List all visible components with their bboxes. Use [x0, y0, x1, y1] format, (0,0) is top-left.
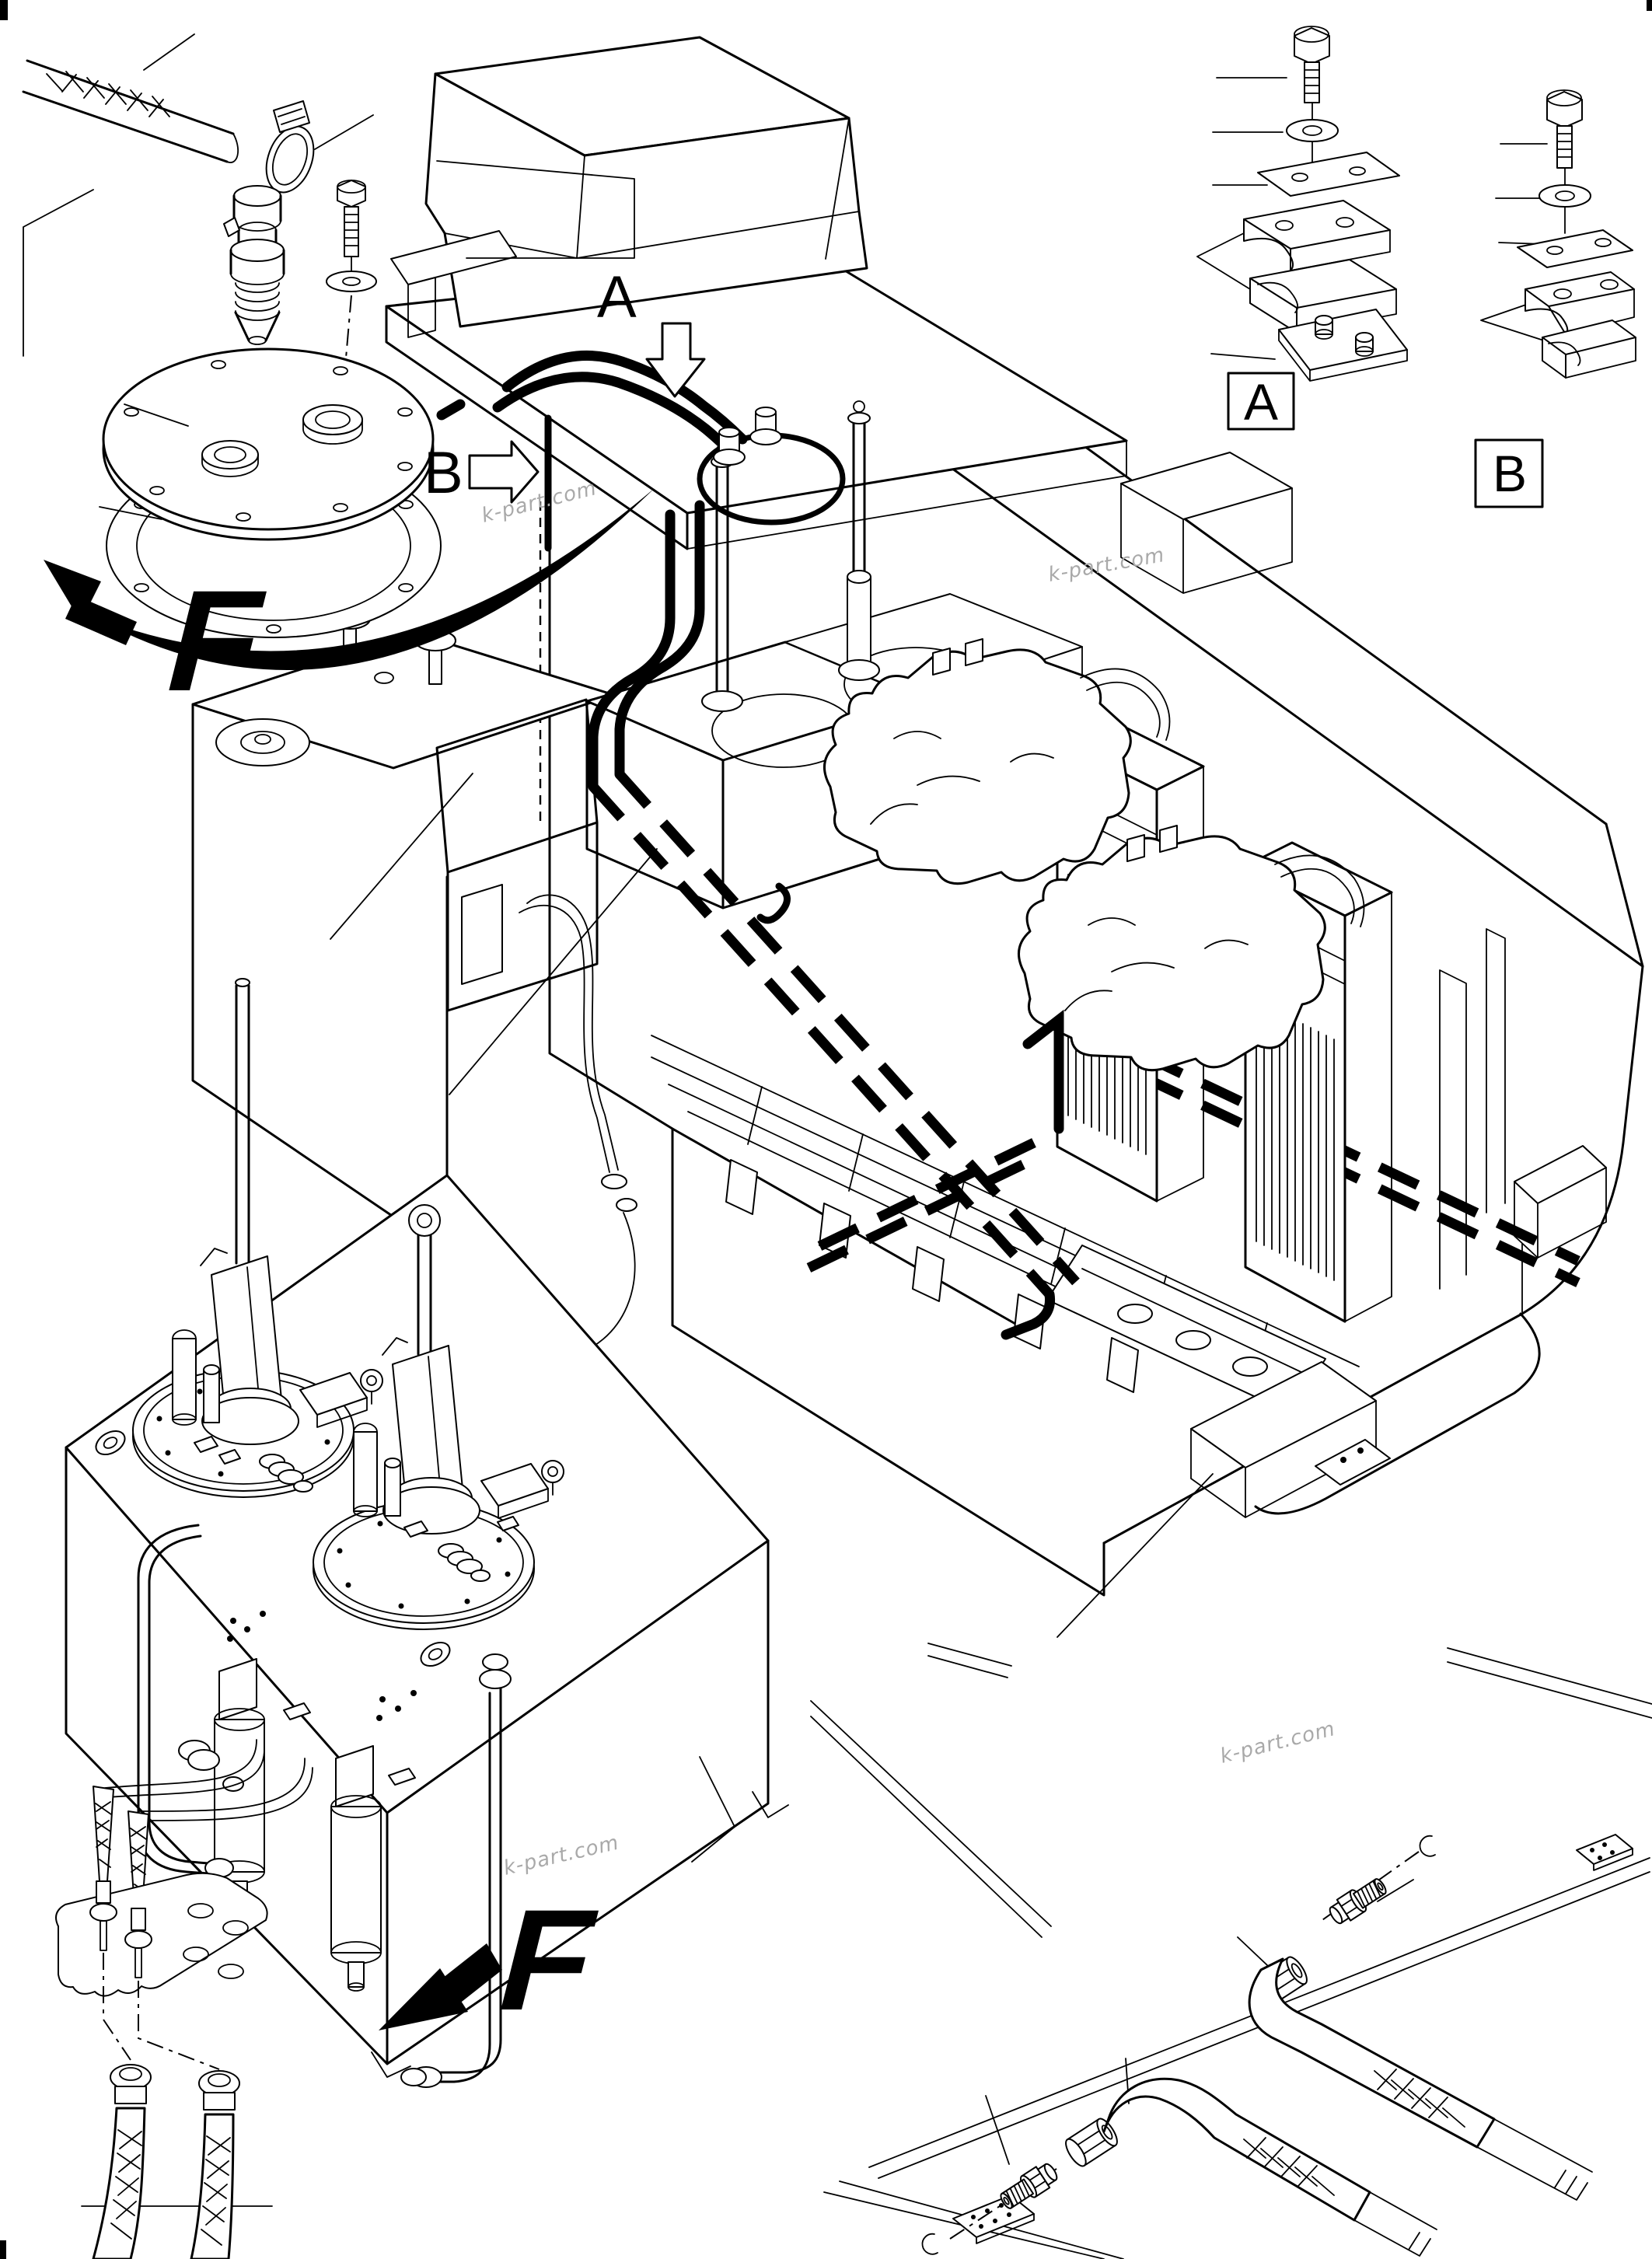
detail-clamp-b: B: [1474, 89, 1636, 508]
detail-b-frame: [1474, 438, 1544, 508]
view-a-label: A: [597, 264, 637, 330]
battery-boxes: [585, 400, 1293, 910]
detail-breather-valve: [23, 160, 635, 403]
detail-clamp-a: A: [1196, 26, 1408, 431]
detail-b-label: B: [1493, 445, 1527, 502]
main-hose-run: [588, 500, 1080, 1340]
pump-unit: [65, 978, 789, 2088]
hose-routing-top: [92, 350, 846, 671]
watermark-3: k-part.com: [501, 1831, 621, 1880]
detail-hose-clamp: [22, 33, 374, 194]
view-f-bottom-label: F: [484, 1880, 612, 2041]
cab: [390, 36, 868, 338]
hydraulic-tank: [191, 608, 637, 1359]
view-arrow-b: B: [424, 440, 540, 506]
detail-a-label: A: [1244, 373, 1278, 431]
view-b-label: B: [424, 440, 463, 506]
frame-rails: [651, 1035, 1391, 1518]
engine-left: [823, 638, 1171, 885]
strainer-bracket: [55, 1786, 268, 2070]
detail-tank-cover: [99, 347, 442, 638]
watermark-4: k-part.com: [1217, 1717, 1337, 1768]
braided-hoses: [81, 2064, 273, 2259]
view-arrow-a: A: [597, 264, 706, 398]
view-arrow-f-bottom: F: [379, 1880, 612, 2041]
detail-elbow-fittings: [810, 1643, 1652, 2259]
detail-a-frame: [1227, 372, 1295, 431]
support-posts: [1439, 928, 1506, 1290]
